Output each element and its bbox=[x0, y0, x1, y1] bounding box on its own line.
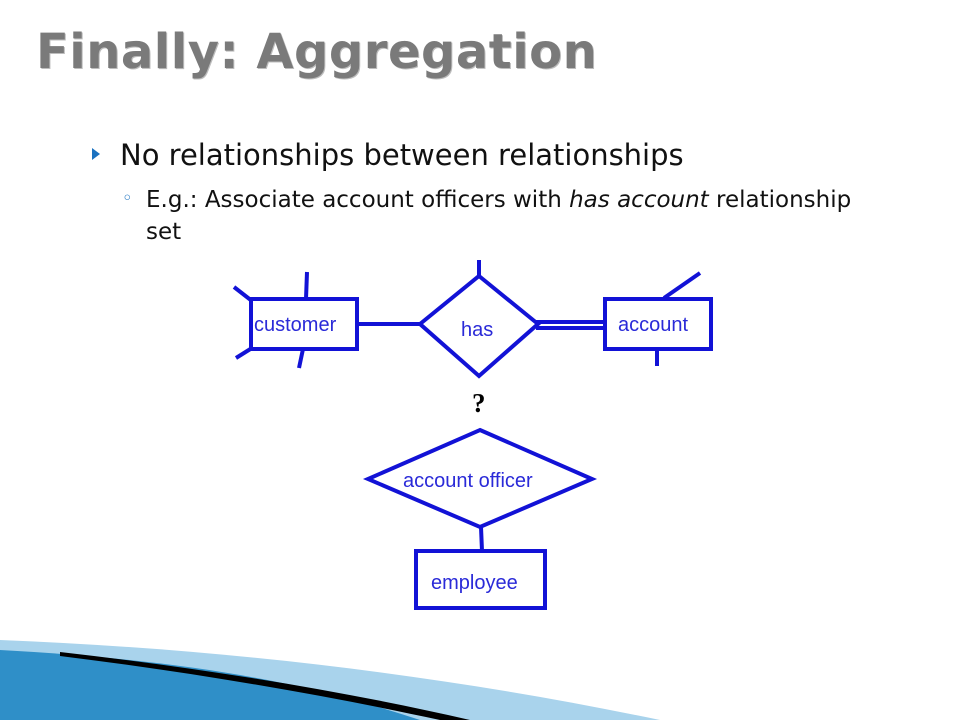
customer-entity-box bbox=[249, 297, 359, 351]
has-label: has bbox=[461, 319, 493, 341]
footer-wave-dark bbox=[0, 650, 420, 720]
account-attr-line-top-right bbox=[662, 271, 702, 300]
account-officer-label: account officer bbox=[403, 470, 533, 492]
employee-label: employee bbox=[431, 572, 518, 594]
customer-attr-line-top bbox=[304, 271, 309, 300]
sub-bullet-text: E.g.: Associate account officers with ha… bbox=[146, 184, 892, 248]
sub-bullet-prefix: E.g.: Associate account officers with bbox=[146, 187, 570, 213]
footer-stripe bbox=[60, 652, 470, 720]
account-entity-box bbox=[603, 297, 713, 351]
circle-bullet-icon: ◦ bbox=[122, 188, 133, 209]
sub-bullet-suffix: relationship set bbox=[146, 187, 852, 245]
customer-label: customer bbox=[254, 314, 337, 336]
officer-employee-line bbox=[479, 526, 484, 552]
customer-attr-line-bottom bbox=[297, 348, 305, 369]
sub-bullet: ◦ E.g.: Associate account officers with … bbox=[122, 184, 892, 248]
account-officer-diamond bbox=[362, 427, 598, 530]
employee-entity-box bbox=[414, 549, 547, 610]
question-mark: ? bbox=[472, 388, 486, 418]
account-label: account bbox=[618, 314, 688, 336]
slide-title: Finally: Aggregation bbox=[36, 24, 598, 80]
footer-decoration bbox=[0, 640, 660, 720]
triangle-bullet-icon bbox=[92, 148, 100, 160]
sub-bullet-emphasis: has account bbox=[569, 187, 709, 213]
has-relationship-diamond bbox=[416, 273, 542, 379]
main-bullet-text: No relationships between relationships bbox=[120, 138, 684, 172]
